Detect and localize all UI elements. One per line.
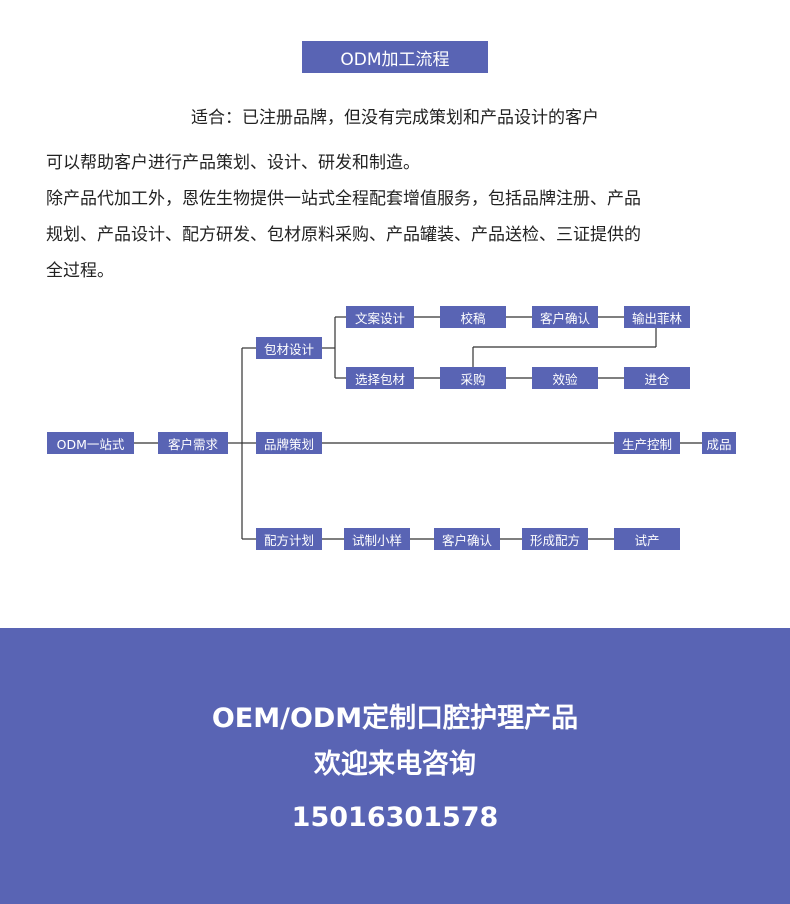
intro-paragraph: 可以帮助客户进行产品策划、设计、研发和制造。 除产品代加工外，恩佐生物提供一站式… <box>46 145 746 289</box>
node-production-control: 生产控制 <box>614 432 680 454</box>
node-copywriting: 文案设计 <box>346 306 414 328</box>
flow-connectors <box>134 316 702 540</box>
node-proofreading: 校稿 <box>440 306 506 328</box>
node-formula-plan: 配方计划 <box>256 528 322 550</box>
node-form-formula: 形成配方 <box>522 528 588 550</box>
intro-line: 除产品代加工外，恩佐生物提供一站式全程配套增值服务，包括品牌注册、产品 <box>46 189 641 209</box>
node-select-packaging: 选择包材 <box>346 367 414 389</box>
banner-headline: OEM/ODM定制口腔护理产品 <box>211 703 579 734</box>
contact-banner: OEM/ODM定制口腔护理产品 欢迎来电咨询 15016301578 <box>0 628 790 904</box>
node-customer-confirm: 客户确认 <box>532 306 598 328</box>
phone-number[interactable]: 15016301578 <box>291 802 499 833</box>
node-output-film: 输出菲林 <box>624 306 690 328</box>
node-purchase: 采购 <box>440 367 506 389</box>
page-title: ODM加工流程 <box>302 41 488 73</box>
node-warehousing: 进仓 <box>624 367 690 389</box>
node-finished-product: 成品 <box>702 432 736 454</box>
node-customer-demand: 客户需求 <box>158 432 228 454</box>
process-flowchart: ODM一站式 客户需求 包材设计 文案设计 校稿 客户确认 输出菲林 选择包材 … <box>0 290 790 570</box>
page-subtitle: 适合：已注册品牌，但没有完成策划和产品设计的客户 <box>191 108 599 128</box>
node-brand-planning: 品牌策划 <box>256 432 322 454</box>
intro-line: 全过程。 <box>46 261 114 281</box>
node-trial-sample: 试制小样 <box>344 528 410 550</box>
node-inspection: 效验 <box>532 367 598 389</box>
node-customer-confirm-2: 客户确认 <box>434 528 500 550</box>
node-packaging-design: 包材设计 <box>256 337 322 359</box>
node-trial-production: 试产 <box>614 528 680 550</box>
node-odm-one-stop: ODM一站式 <box>47 432 134 454</box>
banner-call-text: 欢迎来电咨询 <box>314 749 476 780</box>
intro-line: 可以帮助客户进行产品策划、设计、研发和制造。 <box>46 153 420 173</box>
intro-line: 规划、产品设计、配方研发、包材原料采购、产品罐装、产品送检、三证提供的 <box>46 225 641 245</box>
